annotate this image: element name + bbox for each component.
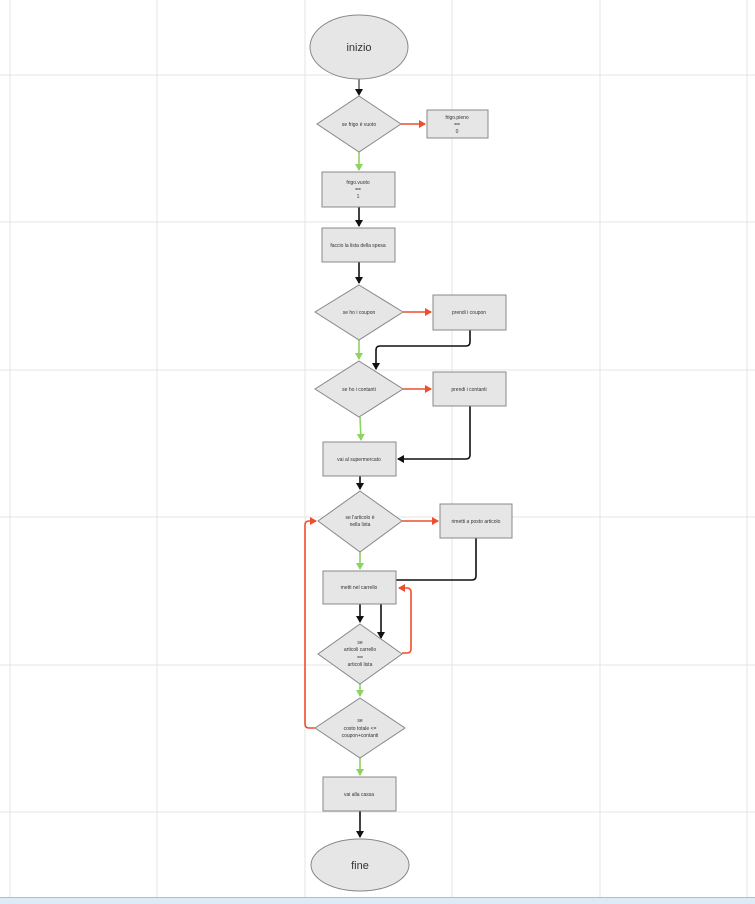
- prendi-contanti-label: prendi i contanti: [451, 387, 486, 393]
- decision-frigo-vuoto[interactable]: [316, 95, 402, 153]
- cassa-label: vai alla cassa: [344, 792, 374, 798]
- process-supermercato[interactable]: [322, 441, 397, 477]
- start-node[interactable]: [309, 14, 409, 80]
- supermercato-label: vai al supermercato: [337, 457, 381, 463]
- process-frigo-vuoto[interactable]: [321, 171, 396, 208]
- decision-carrello-label-1: se: [357, 640, 363, 646]
- process-lista-spesa[interactable]: [321, 227, 396, 263]
- lista-spesa-label: faccio la lista della spesa: [330, 243, 386, 249]
- bottom-bar: [0, 897, 755, 904]
- frigo-vuoto-label-3: 1: [357, 194, 360, 200]
- decision-coupon[interactable]: [314, 284, 404, 341]
- frigo-vuoto-label-2: ==: [355, 187, 361, 193]
- decision-costo-totale[interactable]: [314, 697, 406, 759]
- decision-articolo-label-1: se l'articolo è: [345, 515, 374, 521]
- rimetti-label: rimetti a posto articolo: [452, 519, 501, 525]
- decision-articolo-label-2: nella lista: [350, 522, 371, 528]
- process-carrello[interactable]: [322, 570, 397, 605]
- edge-prendi-coupon-to-contanti: [372, 330, 471, 370]
- end-label: fine: [351, 860, 369, 872]
- decision-costo-label-2: costo totale <=: [344, 726, 377, 732]
- edge-check-no-loop: [398, 584, 412, 654]
- decision-costo-label-1: se: [357, 718, 363, 724]
- decision-coupon-label: se ho i coupon: [343, 310, 376, 316]
- decision-articoli-carrello[interactable]: [317, 623, 403, 685]
- process-prendi-coupon[interactable]: [432, 294, 507, 331]
- edge-costo-no-loop: [304, 517, 317, 729]
- carrello-label: metti nel carrello: [341, 585, 378, 591]
- decision-costo-label-3: coupon+contanti: [342, 733, 379, 739]
- process-rimetti-articolo[interactable]: [439, 503, 513, 539]
- decision-contanti[interactable]: [314, 360, 404, 418]
- decision-carrello-label-3: ==: [357, 655, 363, 661]
- frigo-vuoto-label-1: frigo.vuoto: [346, 180, 370, 186]
- prendi-coupon-label: prendi i coupon: [452, 310, 486, 316]
- decision-carrello-label-4: articoli lista: [348, 662, 373, 668]
- decision-frigo-label: se frigo è vuoto: [342, 122, 376, 128]
- edge-contanti-yes: [356, 416, 365, 441]
- edge-prendi-contanti-to-supermercato: [397, 406, 471, 463]
- frigo-pieno-label-3: 0: [456, 129, 459, 135]
- frigo-pieno-label-2: ==: [454, 122, 460, 128]
- process-cassa[interactable]: [322, 776, 397, 812]
- decision-articolo-lista[interactable]: [317, 490, 403, 553]
- decision-contanti-label: se ho i contanti: [342, 387, 376, 393]
- process-prendi-contanti[interactable]: [432, 371, 507, 407]
- decision-carrello-label-2: articoli carrello: [344, 647, 376, 653]
- frigo-pieno-label-1: frigo.pieno: [445, 115, 469, 121]
- start-label: inizio: [346, 42, 371, 54]
- end-node[interactable]: [310, 838, 410, 892]
- process-frigo-pieno[interactable]: [426, 109, 489, 139]
